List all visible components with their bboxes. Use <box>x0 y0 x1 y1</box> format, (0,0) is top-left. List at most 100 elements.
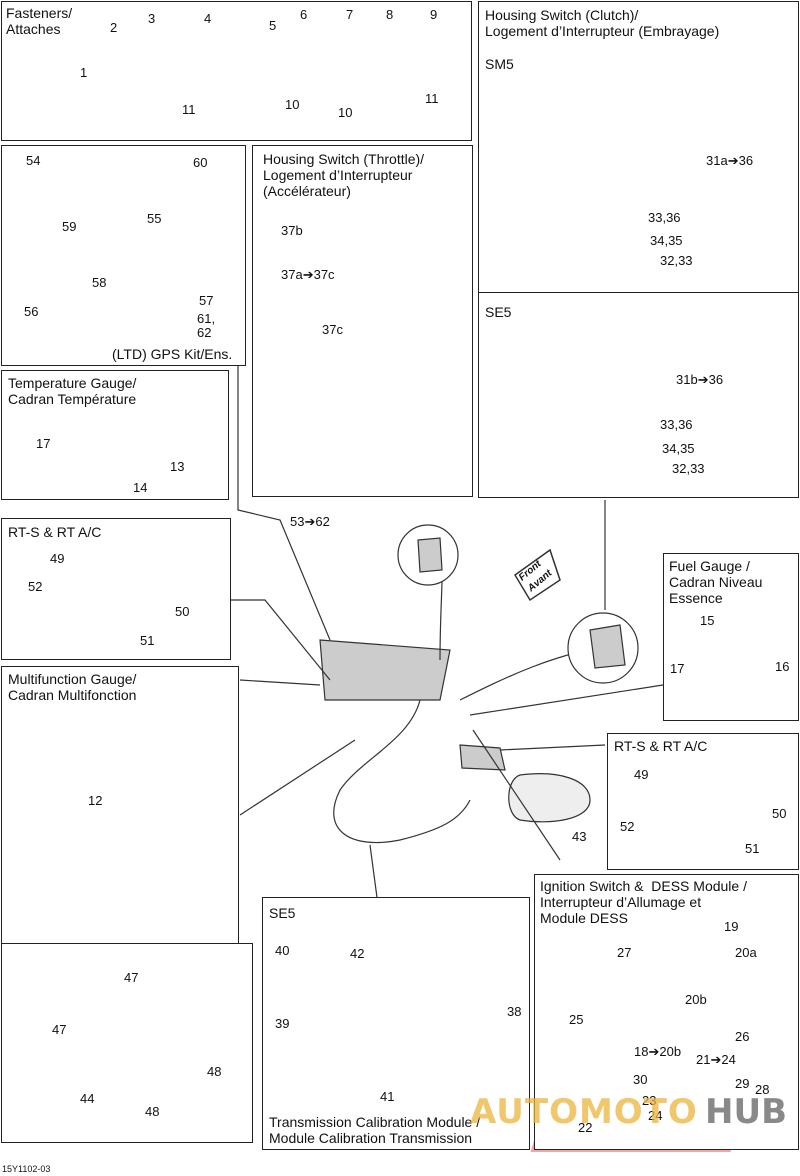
tcm-caption: Transmission Calibration Module / Module… <box>269 1114 481 1146</box>
callout-59: 59 <box>62 219 77 234</box>
callout-37b: 37b <box>281 223 303 238</box>
callout-60: 60 <box>193 155 208 170</box>
callout-52b: 52 <box>620 819 635 834</box>
callout-48b: 48 <box>145 1104 160 1119</box>
ignition-dess-panel: Ignition Switch & DESS Module / Interrup… <box>534 874 799 1150</box>
fasteners-title: Fasteners/ Attaches <box>6 5 73 37</box>
se5-tcm-label: SE5 <box>269 905 296 921</box>
callout-25: 25 <box>569 1012 584 1027</box>
callout-47a: 47 <box>124 970 139 985</box>
callout-20b: 20b <box>685 992 707 1007</box>
callout-8: 8 <box>386 7 394 22</box>
callout-10a: 10 <box>285 97 300 112</box>
watermark-hub: HUB <box>705 1092 787 1132</box>
callout-17b: 17 <box>670 661 685 676</box>
callout-56: 56 <box>24 304 39 319</box>
tcm-panel: SE5 Transmission Calibration Module / Mo… <box>262 897 530 1150</box>
callout-50a: 50 <box>175 604 190 619</box>
housing-clutch-title: Housing Switch (Clutch)/ Logement d’Inte… <box>485 7 720 39</box>
motor-panel <box>1 943 253 1143</box>
callout-49a: 49 <box>50 551 65 566</box>
callout-20a: 20a <box>735 945 757 960</box>
callout-12: 12 <box>88 793 103 808</box>
callout-22: 22 <box>578 1120 593 1135</box>
callout-27: 27 <box>617 945 632 960</box>
callout-16: 16 <box>775 659 790 674</box>
callout-2: 2 <box>110 20 118 35</box>
rts-right-panel: RT-S & RT A/C <box>607 733 799 870</box>
callout-11b: 11 <box>425 91 439 106</box>
callout-47b: 47 <box>52 1022 67 1037</box>
callout-53-62: 53➔62 <box>290 514 330 529</box>
se5-clutch-label: SE5 <box>485 304 512 320</box>
callout-51a: 51 <box>140 633 155 648</box>
callout-3: 3 <box>148 11 156 26</box>
callout-58: 58 <box>92 275 107 290</box>
callout-40: 40 <box>275 943 290 958</box>
callout-55: 55 <box>147 211 162 226</box>
callout-49b: 49 <box>634 767 649 782</box>
callout-28: 28 <box>755 1082 770 1097</box>
callout-54: 54 <box>26 153 41 168</box>
callout-7: 7 <box>346 7 354 22</box>
callout-21-24: 21➔24 <box>696 1052 736 1067</box>
callout-31b: 31b➔36 <box>676 372 724 387</box>
callout-42: 42 <box>350 946 365 961</box>
callout-37a: 37a➔37c <box>281 267 335 282</box>
callout-17a: 17 <box>36 436 51 451</box>
callout-11a: 11 <box>182 102 196 117</box>
callout-23: 23 <box>642 1093 657 1108</box>
callout-4: 4 <box>204 11 212 26</box>
rts-right-title: RT-S & RT A/C <box>614 738 708 754</box>
housing-throttle-panel: Housing Switch (Throttle)/ Logement d’In… <box>252 145 473 497</box>
callout-48a: 48 <box>207 1064 222 1079</box>
callout-41: 41 <box>380 1089 395 1104</box>
callout-44: 44 <box>80 1091 95 1106</box>
divider <box>479 292 798 293</box>
callout-38: 38 <box>507 1004 522 1019</box>
callout-26: 26 <box>735 1029 750 1044</box>
callout-52a: 52 <box>28 579 43 594</box>
callout-33a: 33,36 <box>648 210 681 225</box>
callout-39: 39 <box>275 1016 290 1031</box>
callout-9: 9 <box>430 7 438 22</box>
ignition-dess-title: Ignition Switch & DESS Module / Interrup… <box>540 878 747 926</box>
housing-clutch-panel: Housing Switch (Clutch)/ Logement d’Inte… <box>478 1 799 498</box>
callout-43: 43 <box>572 829 587 844</box>
drawing-reference: 15Y1102-03 <box>2 1164 51 1174</box>
callout-14: 14 <box>133 480 148 495</box>
sm5-label: SM5 <box>485 56 514 72</box>
callout-57: 57 <box>199 293 214 308</box>
housing-throttle-title: Housing Switch (Throttle)/ Logement d’In… <box>263 151 425 199</box>
temperature-gauge-title: Temperature Gauge/ Cadran Température <box>8 375 137 407</box>
callout-10b: 10 <box>338 105 353 120</box>
callout-24: 24 <box>648 1108 663 1123</box>
callout-51b: 51 <box>745 841 760 856</box>
fasteners-panel: Fasteners/ Attaches <box>1 1 472 141</box>
callout-37c: 37c <box>322 322 343 337</box>
callout-13: 13 <box>170 459 185 474</box>
callout-6: 6 <box>300 7 308 22</box>
callout-30: 30 <box>633 1072 648 1087</box>
callout-50b: 50 <box>772 806 787 821</box>
callout-19: 19 <box>724 919 739 934</box>
callout-34b: 34,35 <box>662 441 695 456</box>
rts-left-title: RT-S & RT A/C <box>8 524 102 540</box>
multifunction-gauge-panel: Multifunction Gauge/ Cadran Multifonctio… <box>1 666 239 944</box>
watermark-automoto: AUTOMOTO <box>470 1092 698 1132</box>
callout-31a: 31a➔36 <box>706 153 754 168</box>
callout-33b: 33,36 <box>660 417 693 432</box>
fuel-gauge-panel: Fuel Gauge / Cadran Niveau Essence <box>663 553 799 721</box>
callout-29: 29 <box>735 1076 750 1091</box>
fuel-gauge-title: Fuel Gauge / Cadran Niveau Essence <box>669 558 763 606</box>
callout-5: 5 <box>269 18 277 33</box>
callout-32a: 32,33 <box>660 253 693 268</box>
callout-15: 15 <box>700 613 715 628</box>
multifunction-gauge-title: Multifunction Gauge/ Cadran Multifonctio… <box>8 671 137 703</box>
callout-32b: 32,33 <box>672 461 705 476</box>
callout-1: 1 <box>80 65 88 80</box>
gps-kit-panel: (LTD) GPS Kit/Ens. <box>1 145 246 366</box>
rts-left-panel: RT-S & RT A/C <box>1 518 231 660</box>
callout-61-62: 61, 62 <box>197 311 216 340</box>
callout-34a: 34,35 <box>650 233 683 248</box>
